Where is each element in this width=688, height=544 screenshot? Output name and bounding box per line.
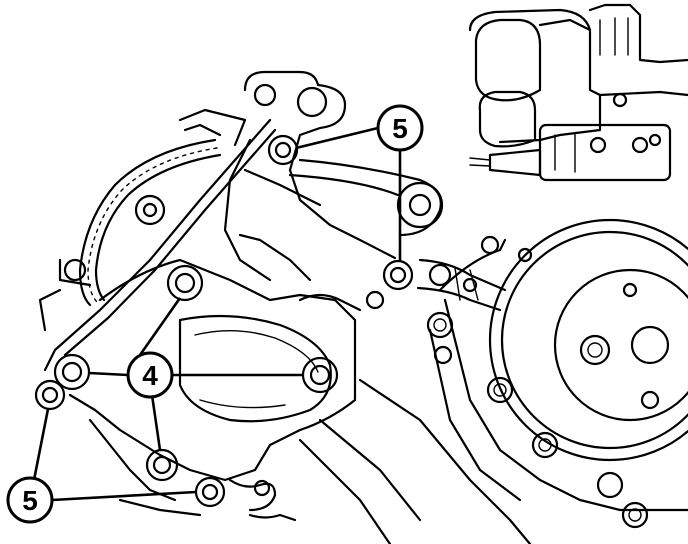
engine-lower-block	[298, 235, 688, 544]
bolt-4-lower	[145, 448, 179, 482]
callout-5-bottom: 5	[6, 476, 54, 524]
callout-5-bottom-label: 5	[22, 485, 38, 516]
timing-chain	[58, 108, 247, 307]
bolt-4-left	[53, 353, 91, 391]
crankshaft-pulley	[488, 218, 688, 462]
idler-pulley-bracket	[288, 158, 507, 312]
callout-5-top-label: 5	[392, 113, 408, 144]
leader-lines	[32, 126, 402, 502]
engine-block-outline	[468, 3, 688, 182]
bolt-5-top	[267, 134, 299, 166]
bolt-5-left	[34, 379, 66, 411]
water-pump-assembly	[38, 70, 397, 522]
callout-5-top: 5	[376, 104, 424, 152]
bolt-5-right	[382, 259, 414, 291]
bolt-5-bottom	[194, 476, 226, 508]
bolt-4-upper	[166, 264, 204, 302]
callout-4-label: 4	[142, 360, 158, 391]
callout-4: 4	[126, 351, 174, 399]
